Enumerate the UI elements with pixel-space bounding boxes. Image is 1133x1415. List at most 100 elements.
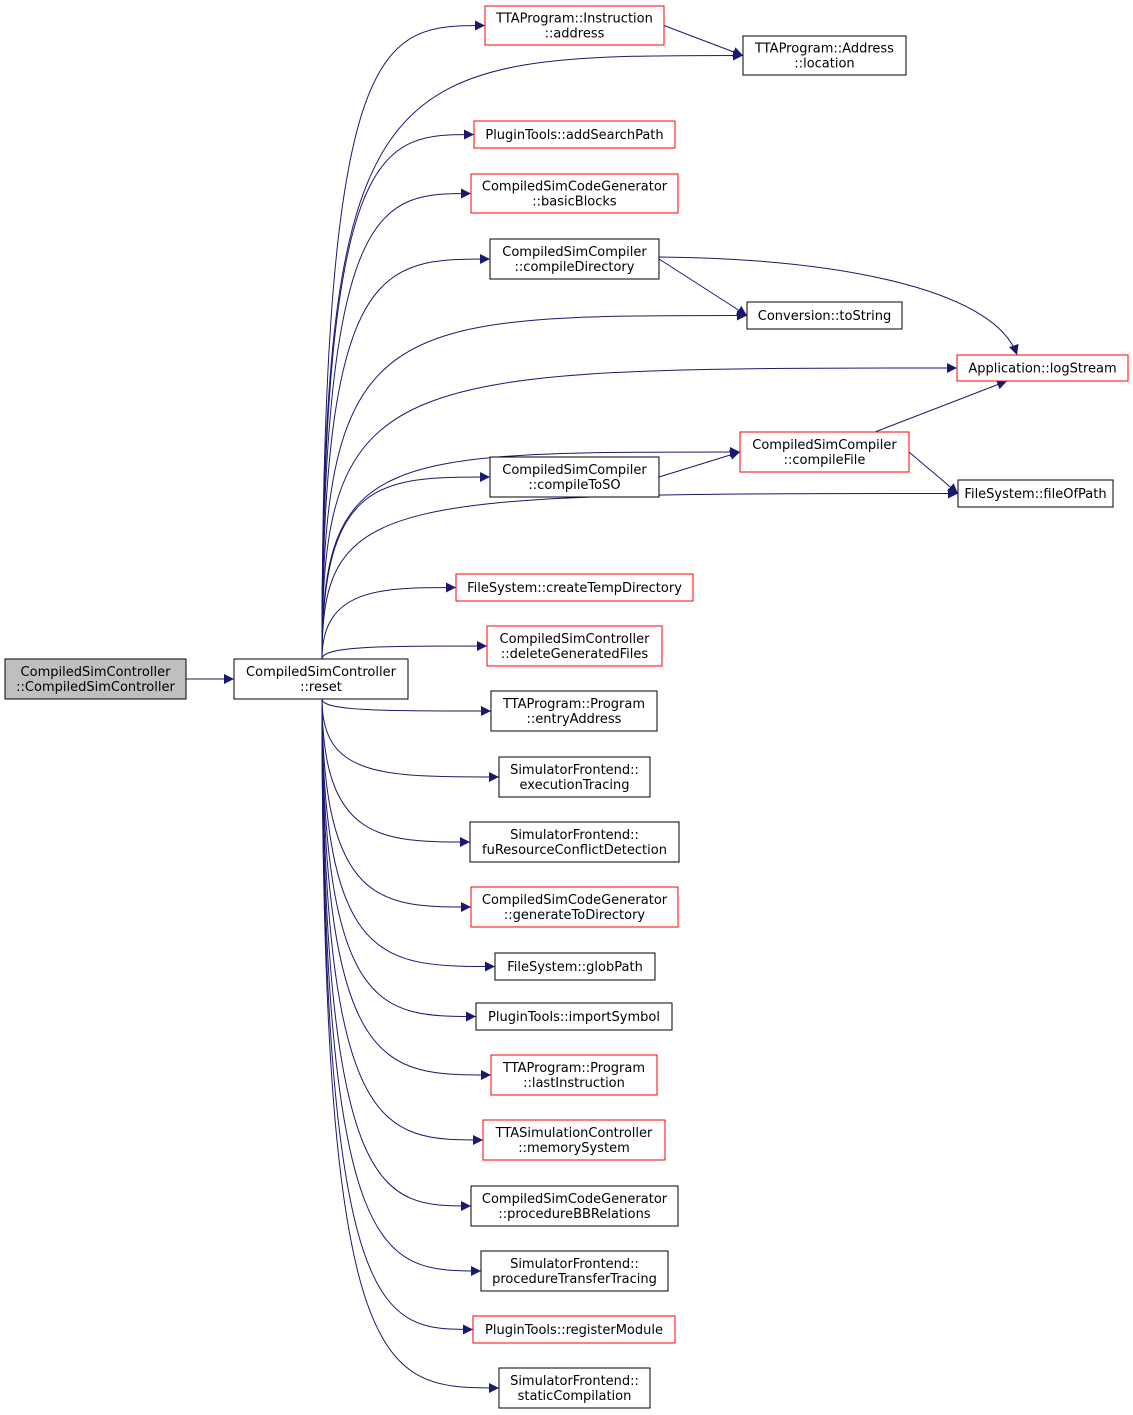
node-label-line: ::address <box>545 27 605 42</box>
node-label-line: ::compileDirectory <box>515 260 635 275</box>
node-box <box>489 456 660 498</box>
node-box <box>739 431 910 473</box>
node-reset[interactable]: CompiledSimController::reset <box>233 658 409 700</box>
node-label-line: TTASimulationController <box>495 1126 653 1141</box>
node-add-search-path[interactable]: PluginTools::addSearchPath <box>473 120 676 149</box>
node-compile-directory[interactable]: CompiledSimCompiler::compileDirectory <box>489 238 660 280</box>
edge-reset-to-addr_location <box>321 50 744 660</box>
node-basic-blocks[interactable]: CompiledSimCodeGenerator::basicBlocks <box>470 173 679 214</box>
node-label-line: TTAProgram::Address <box>754 42 894 57</box>
node-label-line: CompiledSimController <box>21 665 172 680</box>
edge-reset-to-log_stream <box>321 363 958 660</box>
node-box <box>956 354 1129 382</box>
node-box <box>489 238 660 280</box>
edge-reset-to-procedure_bb <box>321 698 472 1211</box>
node-procedure-bb[interactable]: CompiledSimCodeGenerator::procedureBBRel… <box>470 1185 679 1227</box>
node-label-line: SimulatorFrontend:: <box>510 1374 639 1389</box>
node-register-module[interactable]: PluginTools::registerModule <box>472 1315 676 1344</box>
node-label-line: ::reset <box>300 680 342 695</box>
node-to-string[interactable]: Conversion::toString <box>746 301 903 330</box>
node-label-line: CompiledSimCodeGenerator <box>482 1192 668 1207</box>
node-label-line: ::CompiledSimController <box>16 680 175 695</box>
node-box <box>490 1054 658 1096</box>
node-box <box>475 1002 673 1031</box>
node-box <box>746 301 903 330</box>
node-instr-address[interactable]: TTAProgram::Instruction::address <box>484 5 665 46</box>
node-label-line: CompiledSimController <box>246 665 397 680</box>
edge-reset-to-basic_blocks <box>321 188 472 660</box>
node-label-line: PluginTools::registerModule <box>485 1323 663 1338</box>
node-execution-tracing[interactable]: SimulatorFrontend::executionTracing <box>498 756 651 798</box>
node-label-line: PluginTools::importSymbol <box>488 1010 660 1025</box>
node-box <box>482 1119 666 1161</box>
edge-reset-to-compile_to_so <box>321 472 491 660</box>
node-log-stream[interactable]: Application::logStream <box>956 354 1129 382</box>
node-file-of-path[interactable]: FileSystem::fileOfPath <box>957 479 1114 508</box>
node-static-compilation[interactable]: SimulatorFrontend::staticCompilation <box>498 1367 651 1409</box>
node-box <box>470 886 679 928</box>
edge-reset-to-to_string <box>321 310 748 660</box>
node-box <box>233 658 409 700</box>
node-box <box>4 658 187 700</box>
node-label-line: CompiledSimCodeGenerator <box>482 893 668 908</box>
node-import-symbol[interactable]: PluginTools::importSymbol <box>475 1002 673 1031</box>
node-box <box>470 173 679 214</box>
edge-compile_file-to-file_of_path <box>908 451 959 494</box>
node-label-line: ::location <box>794 57 854 72</box>
node-procedure-transfer[interactable]: SimulatorFrontend::procedureTransferTrac… <box>480 1250 669 1292</box>
node-box <box>486 625 663 667</box>
node-label-line: ::generateToDirectory <box>504 908 646 923</box>
node-last-instruction[interactable]: TTAProgram::Program::lastInstruction <box>490 1054 658 1096</box>
edge-reset-to-memory_system <box>321 698 484 1145</box>
node-label-line: PluginTools::addSearchPath <box>485 128 663 143</box>
edge-reset-to-file_of_path <box>321 488 959 660</box>
nodes-layer: CompiledSimController::CompiledSimContro… <box>4 5 1129 1409</box>
node-root[interactable]: CompiledSimController::CompiledSimContro… <box>4 658 187 700</box>
node-label-line: SimulatorFrontend:: <box>510 828 639 843</box>
edge-reset-to-glob_path <box>321 698 496 972</box>
edge-compile_directory-to-to_string <box>658 258 748 316</box>
edge-reset-to-create_temp_dir <box>321 582 457 660</box>
node-addr-location[interactable]: TTAProgram::Address::location <box>742 35 907 76</box>
node-generate-to-dir[interactable]: CompiledSimCodeGenerator::generateToDire… <box>470 886 679 928</box>
node-label-line: FileSystem::createTempDirectory <box>467 581 682 596</box>
node-label-line: SimulatorFrontend:: <box>510 1257 639 1272</box>
node-label-line: CompiledSimCompiler <box>502 463 647 478</box>
edge-instr_address-to-addr_location <box>663 25 744 57</box>
node-box <box>494 952 656 981</box>
edge-reset-to-entry_address <box>321 698 492 716</box>
node-compile-file[interactable]: CompiledSimCompiler::compileFile <box>739 431 910 473</box>
edge-reset-to-generate_to_dir <box>321 698 472 912</box>
node-delete-generated[interactable]: CompiledSimController::deleteGeneratedFi… <box>486 625 663 667</box>
node-box <box>484 5 665 46</box>
node-box <box>470 1185 679 1227</box>
node-label-line: executionTracing <box>520 778 630 793</box>
edge-reset-to-add_search_path <box>321 129 475 660</box>
node-label-line: Application::logStream <box>968 362 1116 377</box>
node-label-line: ::procedureBBRelations <box>498 1207 650 1222</box>
node-label-line: TTAProgram::Instruction <box>495 12 653 27</box>
node-box <box>742 35 907 76</box>
node-label-line: Conversion::toString <box>758 309 892 324</box>
node-label-line: ::compileFile <box>784 453 866 468</box>
node-label-line: SimulatorFrontend:: <box>510 763 639 778</box>
node-label-line: ::memorySystem <box>518 1141 630 1156</box>
node-entry-address[interactable]: TTAProgram::Program::entryAddress <box>490 690 658 732</box>
node-box <box>957 479 1114 508</box>
node-label-line: procedureTransferTracing <box>492 1272 657 1287</box>
node-compile-to-so[interactable]: CompiledSimCompiler::compileToSO <box>489 456 660 498</box>
edge-reset-to-fu_conflict <box>321 698 471 847</box>
edge-reset-to-last_instruction <box>321 698 492 1080</box>
node-box <box>480 1250 669 1292</box>
node-glob-path[interactable]: FileSystem::globPath <box>494 952 656 981</box>
node-label-line: CompiledSimCompiler <box>752 438 897 453</box>
node-fu-conflict[interactable]: SimulatorFrontend::fuResourceConflictDet… <box>469 821 680 863</box>
edge-compile_file-to-log_stream <box>874 379 1008 433</box>
node-label-line: FileSystem::fileOfPath <box>964 487 1106 502</box>
node-box <box>498 756 651 798</box>
node-create-temp-dir[interactable]: FileSystem::createTempDirectory <box>455 573 694 602</box>
node-box <box>472 1315 676 1344</box>
edges-layer <box>186 20 1019 1393</box>
node-memory-system[interactable]: TTASimulationController::memorySystem <box>482 1119 666 1161</box>
